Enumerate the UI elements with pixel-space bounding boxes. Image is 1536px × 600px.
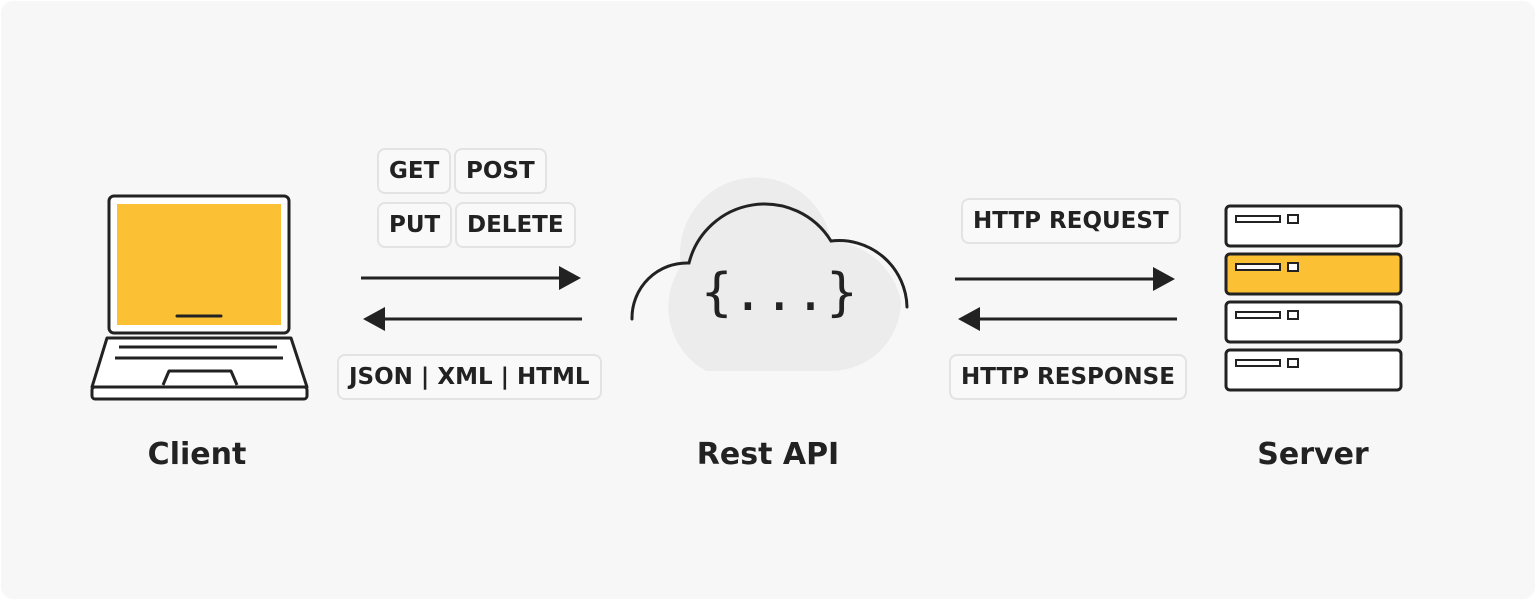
method-badge-delete: DELETE — [455, 202, 576, 248]
method-badge-post: POST — [454, 148, 547, 194]
server-unit — [1224, 252, 1403, 296]
http-request-arrow-right-icon — [955, 267, 1175, 291]
response-formats-badge: JSON | XML | HTML — [337, 354, 602, 400]
client-label: Client — [147, 437, 247, 472]
server-unit — [1224, 300, 1403, 344]
json-braces-symbol: {...} — [701, 263, 858, 323]
http-response-arrow-left-icon — [958, 307, 1177, 331]
server-rack-icon — [1224, 204, 1403, 392]
cloud-icon — [630, 177, 909, 371]
http-request-badge: HTTP REQUEST — [961, 198, 1181, 244]
method-badge-put: PUT — [377, 202, 453, 248]
server-unit — [1224, 204, 1403, 248]
rest-api-label: Rest API — [696, 437, 840, 472]
response-arrow-left-icon — [363, 307, 582, 331]
method-badge-get: GET — [377, 148, 452, 194]
server-unit — [1224, 348, 1403, 392]
http-response-badge: HTTP RESPONSE — [949, 354, 1187, 400]
request-arrow-right-icon — [361, 266, 581, 290]
laptop-icon — [90, 194, 309, 401]
server-label: Server — [1257, 437, 1369, 472]
